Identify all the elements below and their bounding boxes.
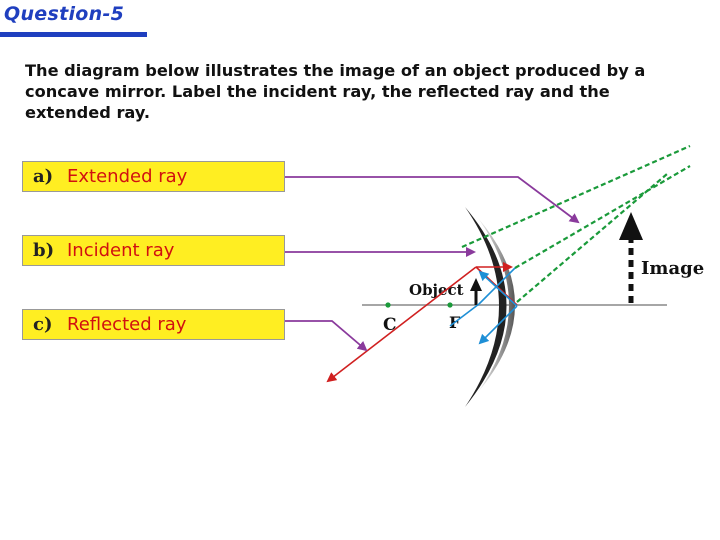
image-label: Image: [641, 258, 704, 279]
answer-box-b: b) Incident ray: [22, 235, 285, 266]
answer-box-c: c) Reflected ray: [22, 309, 285, 340]
reflected-ray-1: [478, 267, 516, 305]
concave-mirror: [465, 207, 507, 407]
callout-extended: [285, 176, 580, 224]
extended-ray-3: [516, 173, 668, 303]
answer-text-b: Incident ray: [67, 240, 175, 261]
answer-letter-c: c): [33, 314, 53, 335]
answer-letter-b: b): [33, 240, 55, 261]
answer-box-a: a) Extended ray: [22, 161, 285, 192]
title-underline: [0, 32, 147, 37]
mirror-silvering: [478, 218, 515, 392]
incident-ray-3: [326, 266, 477, 383]
question-text: The diagram below illustrates the image …: [25, 61, 646, 122]
object-arrow-head: [470, 278, 482, 291]
center-label: C: [383, 315, 397, 335]
reflected-ray-2: [449, 303, 480, 327]
reflected-ray-3: [478, 270, 518, 307]
center-point: [385, 302, 391, 308]
question-title: Question-5: [4, 3, 125, 25]
answer-letter-a: a): [33, 166, 54, 187]
object-label: Object: [409, 281, 464, 299]
image-arrow-head: [619, 212, 643, 240]
focus-point: [447, 302, 453, 308]
answer-text-c: Reflected ray: [67, 314, 187, 335]
callout-reflected: [285, 320, 368, 352]
extended-ray-2: [514, 165, 691, 269]
reflected-ray-4: [478, 305, 518, 345]
extended-ray-1: [461, 144, 691, 249]
answer-text-a: Extended ray: [67, 166, 188, 187]
